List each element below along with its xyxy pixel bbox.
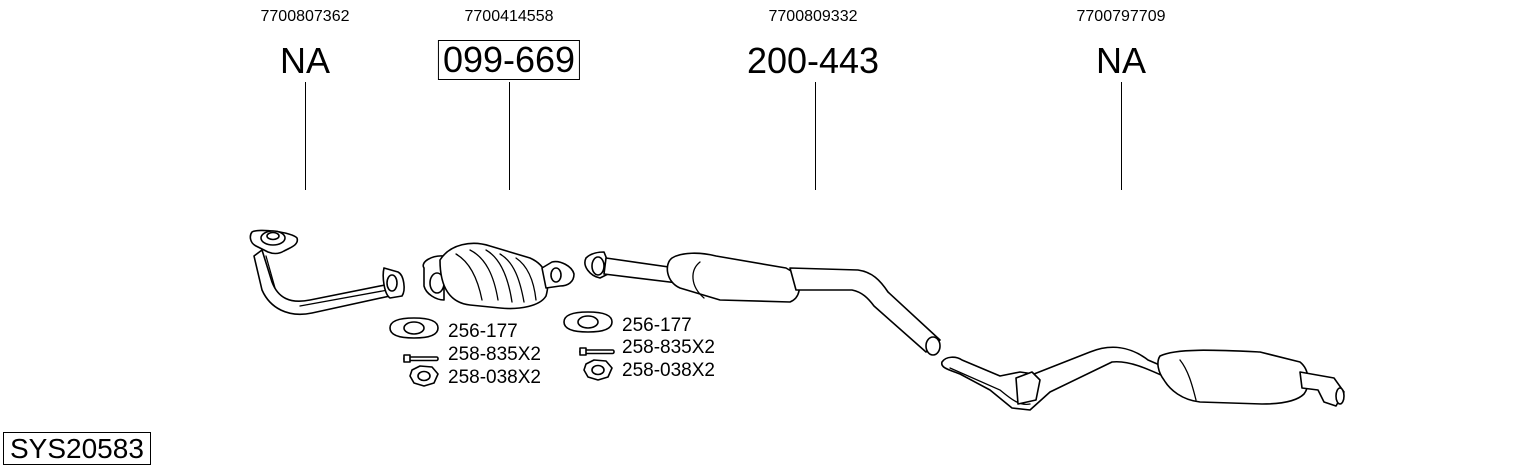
rear-silencer-drawing: [940, 346, 1345, 411]
accessory-gasket-left-label: 256-177: [448, 321, 518, 342]
part-code-2: 099-669: [437, 40, 581, 80]
oem-number-part-3: 7700809332: [768, 8, 858, 25]
part-code-1: NA: [279, 40, 331, 81]
middle-pipe-resonator-drawing: [584, 251, 941, 356]
accessory-nut-left-label: 258-038X2: [448, 367, 541, 388]
accessory-icons-right: [563, 311, 615, 381]
accessory-bolt-left-label: 258-835X2: [448, 344, 541, 365]
oem-number-part-4: 7700797709: [1076, 8, 1166, 25]
leader-line-1: [305, 82, 306, 190]
part-code-3: 200-443: [746, 40, 880, 81]
leader-line-3: [815, 82, 816, 190]
leader-line-4: [1121, 82, 1122, 190]
system-code-label: SYS20583: [3, 432, 151, 466]
oem-number-part-1: 7700807362: [260, 8, 350, 25]
leader-line-2: [509, 82, 510, 190]
front-pipe-drawing: [249, 229, 405, 315]
accessory-nut-right-label: 258-038X2: [622, 360, 715, 381]
accessory-icons-left: [389, 317, 439, 387]
catalytic-converter-drawing: [422, 242, 575, 310]
accessory-gasket-right-label: 256-177: [622, 315, 692, 336]
accessory-bolt-right-label: 258-835X2: [622, 337, 715, 358]
part-code-4: NA: [1095, 40, 1147, 81]
oem-number-part-2: 7700414558: [464, 8, 554, 25]
